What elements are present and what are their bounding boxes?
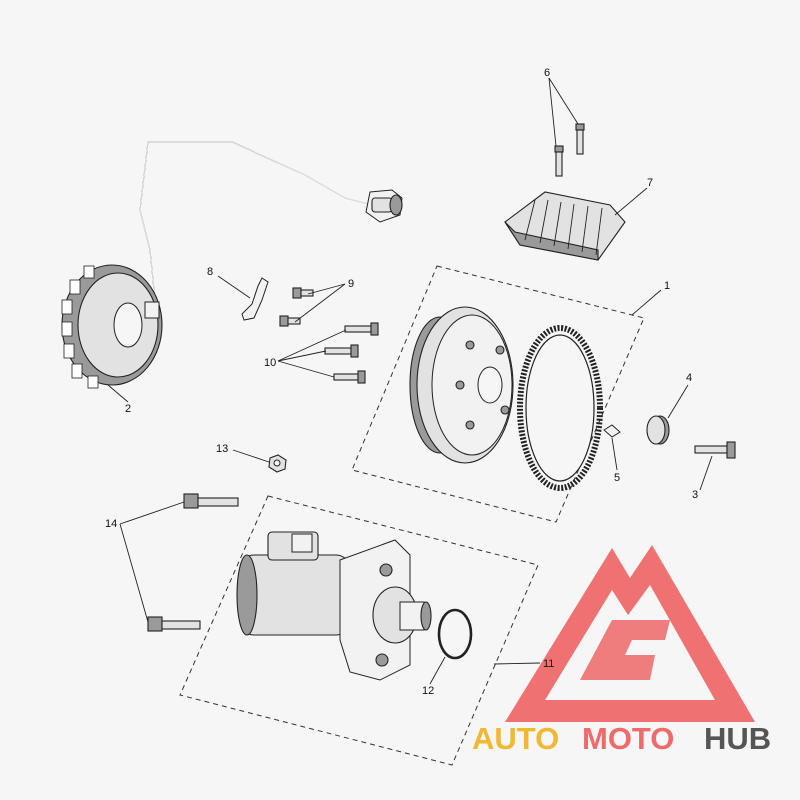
stator-bracket xyxy=(241,277,269,321)
watermark-auto: AUTO xyxy=(472,721,559,756)
stator-connector xyxy=(365,189,403,223)
starter-motor xyxy=(236,531,432,681)
watermark-moto: MOTO xyxy=(582,721,674,756)
callout-13: 13 xyxy=(216,443,228,455)
callout-6: 6 xyxy=(544,67,550,79)
regulator-rectifier xyxy=(504,191,626,261)
alternator-rotor xyxy=(409,306,514,464)
leader-lines xyxy=(107,77,713,685)
watermark-logo xyxy=(505,545,755,722)
callout-8: 8 xyxy=(207,266,213,278)
watermark-text: AUTO MOTO HUB xyxy=(472,721,771,756)
nut xyxy=(268,454,287,473)
stator xyxy=(61,141,373,389)
starter-bolts xyxy=(147,493,239,632)
group-box-alternator-rotor xyxy=(351,265,645,523)
callout-9: 9 xyxy=(348,278,354,290)
callout-5: 5 xyxy=(614,472,620,484)
callout-10: 10 xyxy=(264,357,276,369)
callout-2: 2 xyxy=(125,403,131,415)
watermark-hub: HUB xyxy=(704,721,771,756)
starter-ring-gear xyxy=(517,325,603,491)
stator-bolts xyxy=(324,322,379,384)
woodruff-key xyxy=(603,424,621,438)
callout-11: 11 xyxy=(543,658,554,670)
rotor-washer xyxy=(646,415,670,445)
callout-12: 12 xyxy=(422,685,434,697)
callout-1: 1 xyxy=(664,280,670,292)
group-box-starter-motor xyxy=(179,495,539,766)
o-ring xyxy=(437,608,473,660)
regulator-bolts xyxy=(554,123,585,177)
callout-4: 4 xyxy=(686,372,692,384)
callout-14: 14 xyxy=(105,518,117,530)
callout-3: 3 xyxy=(692,489,698,501)
callout-7: 7 xyxy=(647,177,653,189)
rotor-bolt xyxy=(694,441,736,459)
